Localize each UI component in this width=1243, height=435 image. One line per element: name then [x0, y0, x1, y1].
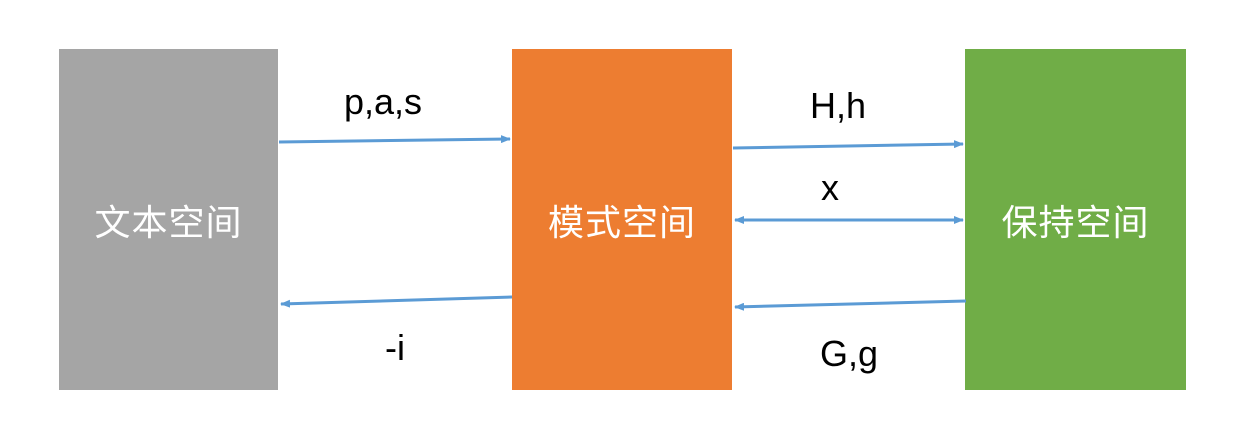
label-hold-to-model: G,g [819, 333, 879, 374]
text-space-label: 文本空间 [94, 202, 243, 244]
hold-space-box: 保持空间 [965, 49, 1186, 390]
arrow-text-to-model [278, 135, 511, 144]
model-space-label: 模式空间 [547, 202, 696, 244]
arrow-model-to-text [280, 295, 513, 308]
model-space-box: 模式空间 [512, 49, 732, 390]
label-model-hold-exchange: x [821, 167, 839, 208]
arrow-hold-to-model [734, 299, 967, 311]
text-space-box: 文本空间 [59, 49, 278, 390]
label-model-to-text: -i [385, 327, 405, 368]
hold-space-label: 保持空间 [1001, 202, 1150, 244]
label-model-to-hold: H,h [809, 85, 867, 126]
arrow-model-to-hold [732, 140, 964, 150]
label-text-to-model: p,a,s [343, 81, 423, 122]
